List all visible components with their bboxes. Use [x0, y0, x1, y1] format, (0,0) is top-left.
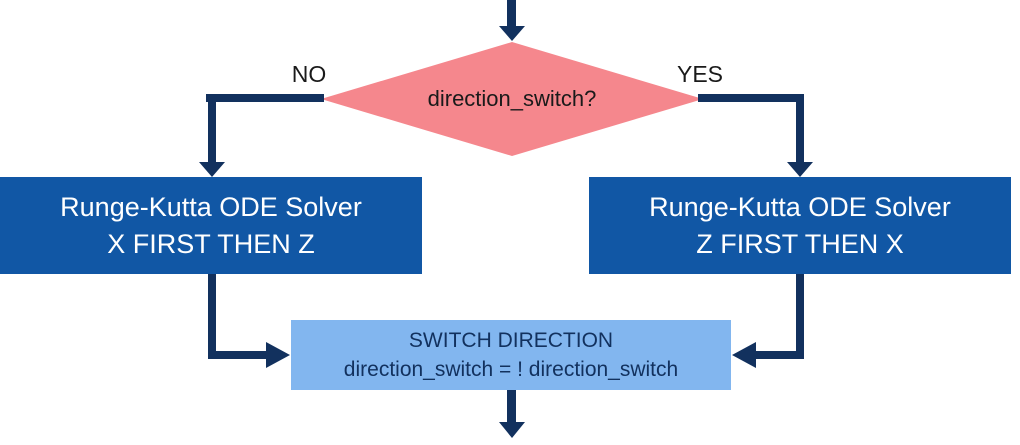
solver-box-x-first-line1: Runge-Kutta ODE Solver — [60, 191, 362, 222]
right-to-switch-hline — [754, 351, 804, 359]
yes-branch-arrowhead-icon — [787, 162, 813, 177]
exit-arrowhead-icon — [499, 422, 525, 438]
solver-box-z-first-line2: Z FIRST THEN X — [696, 228, 904, 259]
solver-box-x-first-line2: X FIRST THEN Z — [107, 228, 315, 259]
no-branch-arrowhead-icon — [199, 162, 225, 177]
left-to-switch-arrowhead-icon — [266, 342, 290, 368]
right-to-switch-vline — [796, 274, 804, 359]
solver-box-x-first: Runge-Kutta ODE Solver X FIRST THEN Z — [0, 177, 422, 274]
switch-direction-expression: direction_switch = ! direction_switch — [343, 358, 679, 381]
branch-label-yes: YES — [676, 61, 724, 87]
switch-direction-box: SWITCH DIRECTION direction_switch = ! di… — [291, 320, 731, 390]
decision-label: direction_switch? — [427, 86, 597, 111]
solver-box-z-first-line1: Runge-Kutta ODE Solver — [649, 191, 951, 222]
no-branch-vline — [208, 94, 216, 162]
solver-box-z-first: Runge-Kutta ODE Solver Z FIRST THEN X — [589, 177, 1011, 274]
yes-branch-hline — [698, 94, 804, 102]
decision-diamond: direction_switch? — [321, 42, 703, 156]
left-to-switch-hline — [208, 351, 266, 359]
no-branch-hline — [206, 94, 324, 102]
yes-branch-vline — [796, 94, 804, 162]
right-to-switch-arrowhead-icon — [732, 342, 756, 368]
left-to-switch-vline — [208, 274, 216, 359]
switch-direction-title: SWITCH DIRECTION — [408, 329, 614, 352]
exit-arrow-line — [507, 390, 516, 422]
branch-label-no: NO — [291, 61, 327, 87]
entry-arrow-line — [507, 0, 516, 26]
entry-arrowhead-icon — [499, 26, 525, 41]
